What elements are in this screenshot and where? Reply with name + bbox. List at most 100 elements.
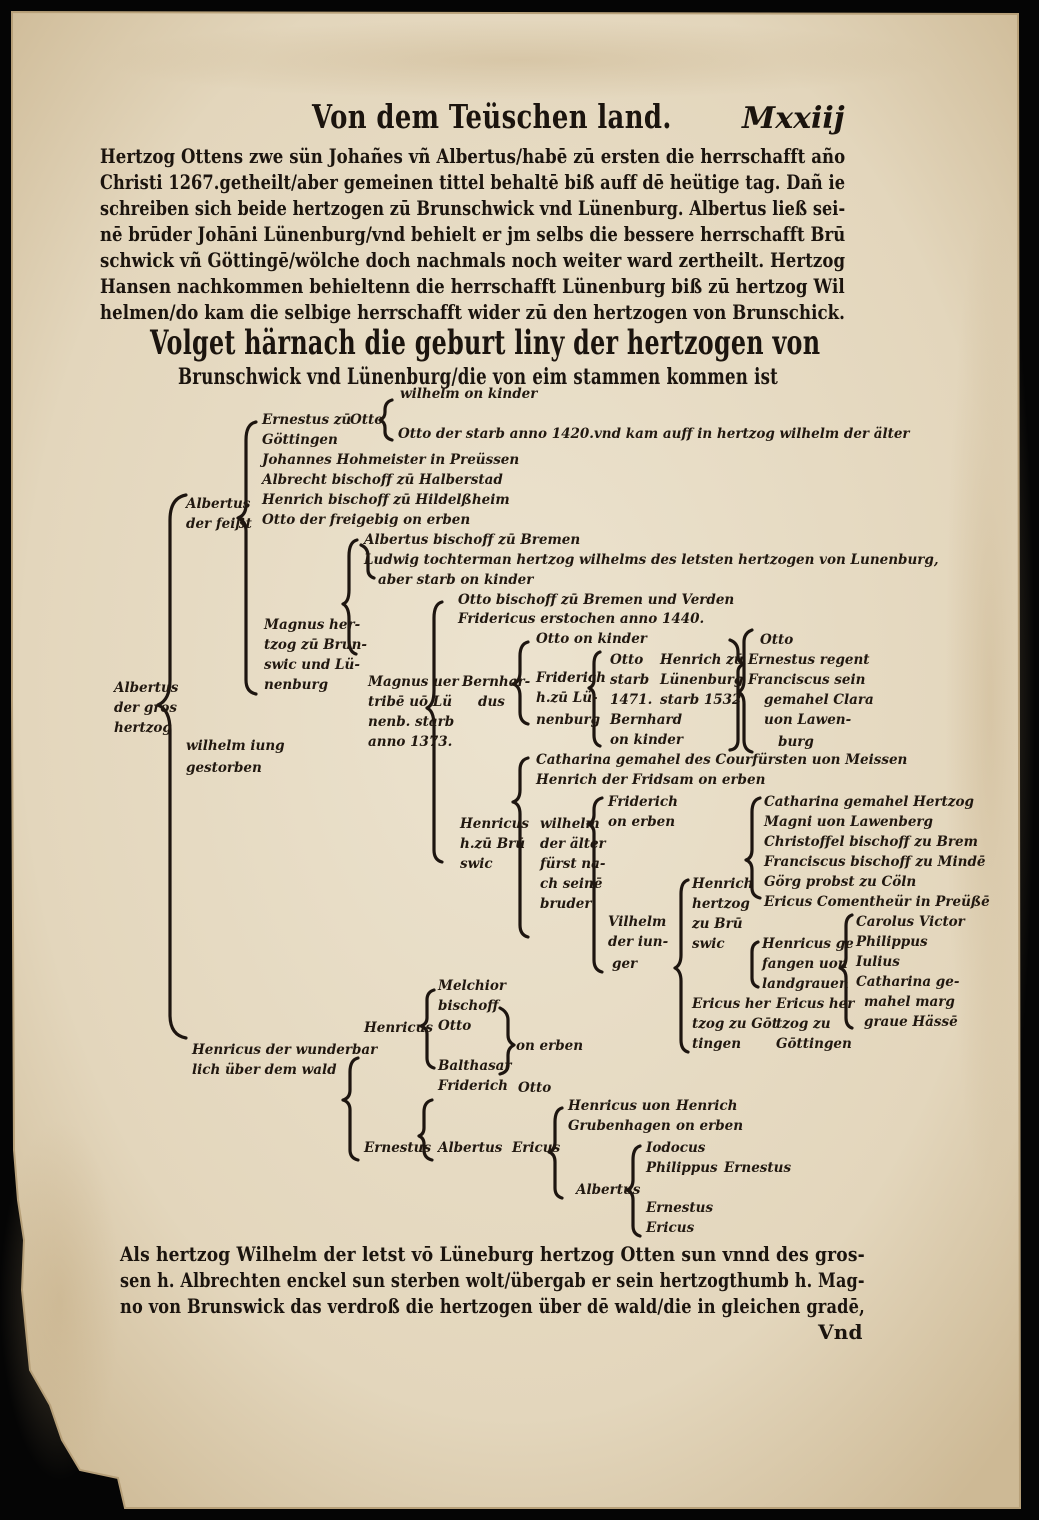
tree-root-name: Albertus (114, 680, 179, 696)
tree-name: Albrecht bischoff zū Halberstad (262, 472, 503, 488)
tree-name: Ericus her (692, 996, 771, 1012)
tree-name: on erben (516, 1038, 584, 1054)
tree-name: Iodocus (646, 1140, 706, 1156)
tree-name: Johannes Hohmeister in Preüssen (262, 452, 520, 468)
tree-name: Friderich (536, 670, 606, 686)
tree-name: Gōttingen (776, 1036, 852, 1052)
footer-line: sen h. Albrechten enckel sun sterben wol… (120, 1268, 865, 1292)
tree-name: hertzog (692, 896, 750, 912)
tree-name: Vilhelm (608, 914, 667, 930)
tree-name: Ericus Comentheür in Preüßē (764, 894, 990, 910)
tree-name: dus (478, 694, 505, 710)
tree-root-name: der gros (114, 700, 177, 716)
tree-name: ger (612, 956, 638, 972)
tree-title: Volget härnach die geburt liny der hertz… (150, 323, 821, 363)
tree-name: burg (778, 734, 814, 750)
tree-name: Otto (518, 1080, 552, 1096)
tree-name: Albertus (186, 496, 251, 512)
tree-name: Otto on kinder (536, 631, 647, 647)
tree-name: bischoff (438, 998, 499, 1014)
tree-name: Henricus (460, 816, 530, 832)
tree-name: fangen uon (762, 956, 848, 972)
tree-name: landgrauen (762, 976, 849, 992)
intro-line: Christi 1267.getheilt/aber gemeinen titt… (100, 171, 846, 194)
tree-name: Ericus (512, 1140, 561, 1156)
tree-name: Franciscus sein (748, 672, 866, 688)
tree-name: gestorben (186, 760, 262, 776)
tree-name: Magnus uer (368, 674, 459, 690)
tree-name: Henrich der Fridsam on erben (536, 772, 766, 788)
tree-name: Christoffel bischoff zu Brem (764, 834, 978, 850)
tree-name: Otto (760, 632, 794, 648)
tree-name: Ernestus zū (262, 412, 352, 428)
tree-name: wilhelm on kinder (400, 386, 538, 402)
tree-name: Henricus uon (568, 1098, 671, 1114)
tree-name: Albertus (438, 1140, 503, 1156)
tree-name: graue Hässē (864, 1014, 958, 1030)
tree-name: uon Lawen- (764, 712, 852, 728)
tree-name: tribē uō Lü (368, 694, 453, 710)
tree-name: h.zū Brū (460, 836, 526, 852)
tree-name: Ericus (646, 1220, 695, 1236)
tree-name: Bernhar- (462, 674, 531, 690)
tree-name: Magni uon Lawenberg (764, 814, 933, 830)
intro-line: helmen/do kam die selbige herrschafft wi… (100, 301, 846, 324)
tree-name: Otto der starb anno 1420.vnd kam auff in… (398, 426, 910, 442)
tree-name: Otto bischoff zū Bremen und Verden (458, 592, 735, 608)
tree-name: tzog zu Gōt (692, 1016, 778, 1032)
tree-name: Ernestus (724, 1160, 792, 1176)
tree-name: Albertus bischoff zū Bremen (364, 532, 581, 548)
tree-name: Magnus her- (264, 617, 361, 633)
tree-name: gemahel Clara (764, 692, 874, 708)
tree-name: Philippus (646, 1160, 718, 1176)
tree-root-name: hertzog (114, 720, 172, 736)
tree-name: Henrich (676, 1098, 738, 1114)
tree-name: starb 1532. (660, 692, 747, 708)
tree-name: Iulius (856, 954, 900, 970)
tree-name: starb (610, 672, 650, 688)
tree-name: der feißt (186, 516, 252, 532)
intro-line: schreiben sich beide hertzogen zū Brunsc… (100, 197, 846, 220)
tree-name: Albertus (576, 1182, 641, 1198)
tree-name: der älter (540, 836, 606, 852)
tree-name: Friderich (608, 794, 678, 810)
tree-name: Franciscus bischoff zu Mindē (764, 854, 986, 870)
tree-name: h.zū Lü- (536, 690, 598, 706)
tree-name: Ernestus (646, 1200, 714, 1216)
tree-name: Henrich zū (660, 652, 744, 668)
tree-name: swic (460, 856, 493, 872)
tree-name: Philippus (856, 934, 928, 950)
tree-name: ch seinē (540, 876, 603, 892)
tree-name: Balthasar (438, 1058, 512, 1074)
tree-name: Catharina gemahel des Courfürsten uon Me… (536, 752, 908, 768)
intro-line: Hertzog Ottens zwe sün Johañes vñ Albert… (100, 145, 846, 168)
tree-name: swic (692, 936, 725, 952)
tree-name: mahel marg (864, 994, 955, 1010)
tree-name: swic und Lü- (264, 657, 360, 673)
tree-name: wilhelm (540, 816, 600, 832)
tree-name: zu Brū (692, 916, 743, 932)
tree-name: Henrich bischoff zū Hildelßheim (262, 492, 510, 508)
tree-name: on kinder (610, 732, 683, 748)
intro-line: Hansen nachkommen behieltenn die herrsch… (100, 275, 845, 298)
tree-name: Ludwig tochterman hertzog wilhelms des l… (364, 552, 939, 568)
running-header: Von dem Teüschen land. (312, 97, 672, 136)
tree-name: Henricus ge (762, 936, 854, 952)
intro-line: nē brūder Johāni Lünenburg/vnd behielt e… (100, 223, 846, 246)
tree-name: Otto (438, 1018, 472, 1034)
tree-name: Grubenhagen (568, 1118, 671, 1134)
footer-line: no von Brunswick das verdroß die hertzog… (120, 1294, 865, 1318)
tree-name: tzog zu (776, 1016, 831, 1032)
tree-subtitle: Brunschwick vnd Lünenburg/die von eim st… (178, 364, 779, 390)
tree-name: Carolus Victor (856, 914, 965, 930)
tree-name: on erben (608, 814, 676, 830)
tree-name: nenburg (264, 677, 329, 693)
tree-name: Bernhard (610, 712, 683, 728)
tree-name: Otto (350, 412, 384, 428)
tree-name: aber starb on kinder (378, 572, 534, 588)
tree-name: Henricus der wunderbar (192, 1042, 378, 1058)
tree-name: Ernestus (364, 1140, 432, 1156)
tree-name: lich über dem wald (192, 1062, 337, 1078)
